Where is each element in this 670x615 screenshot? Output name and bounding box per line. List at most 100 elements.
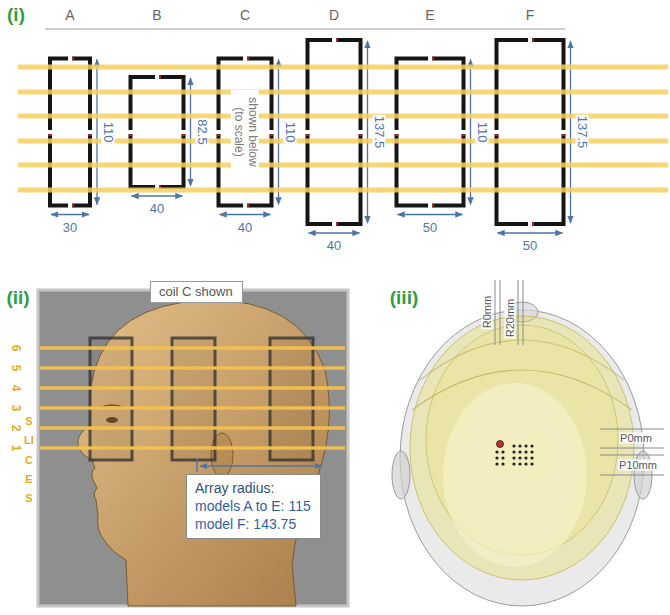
offset-label: R20mm [505,298,516,339]
coil-box: shown below (to scale) [219,59,272,206]
slice-line [40,446,345,450]
node-text: Array radius: [195,479,312,497]
coil-gap [68,203,72,209]
node-text: models A to E: 115 [195,497,312,515]
coil-gap [128,130,134,134]
target-dot [501,462,504,465]
shell-band [412,370,632,410]
gap-mark [159,75,161,79]
coil-gap [528,37,532,43]
dimension-arrow [220,214,271,215]
coil-gap [216,130,222,134]
panel-label: (iii) [390,288,419,307]
header-rule [45,29,565,30]
panel-ii-art [38,290,348,606]
coil-gap [358,130,364,134]
target-dot [530,450,533,453]
offset-line [600,475,664,476]
gap-mark [395,134,399,136]
dimension: 40 [326,239,342,252]
target-dot [518,462,521,465]
dimension: 137.5 [372,115,385,150]
coil-outline [397,59,464,206]
coil-gap [494,130,500,134]
slice-number: 1 [10,445,22,452]
panel-i-art [18,29,668,233]
node-text: model F: 143.75 [195,515,312,533]
slice-word: SLICES [24,412,35,508]
slice-line [18,114,668,119]
target-dot [518,444,521,447]
target-dot [501,456,504,459]
target-dot [512,462,515,465]
gap-mark [88,134,92,136]
target-dot [512,444,515,447]
dimension-arrow [498,232,563,233]
offset-line [600,448,664,449]
target-dot [495,456,498,459]
target-point [497,441,504,448]
dimension-arrow [470,60,471,205]
target-dot [524,444,527,447]
gap-mark [129,134,133,136]
coil-gap [87,130,93,134]
column-letter: F [526,8,535,22]
caption-box: coil C shown [150,281,243,303]
coil-gap [47,130,53,134]
coil-outline [50,59,90,206]
offset-label: P0mm [619,433,653,444]
offset-label: P10mm [618,460,658,471]
coil-on-head [172,338,215,460]
target-dot [530,456,533,459]
gap-mark [432,204,434,208]
slice-line [18,65,668,70]
column-letter: B [152,8,161,22]
slice-line [40,386,345,390]
target-dot [512,450,515,453]
slice-number: 5 [10,365,22,372]
coil-gap [528,221,532,227]
coil-gap [332,221,336,227]
coil-gap [428,56,432,62]
brain-surface [443,383,587,567]
coil-gap [243,56,247,62]
offset-line [518,280,519,345]
gap-mark [532,222,534,226]
dimension: 30 [62,220,78,233]
gap-mark [336,38,338,42]
dimension: 40 [237,220,253,233]
coil-gap [561,130,567,134]
radius-tick [196,459,198,472]
coil-on-head [90,338,132,460]
gap-mark [217,134,221,136]
gap-mark [182,134,186,136]
coil-gap [68,56,72,62]
offset-line [523,280,524,345]
gap-mark [247,204,249,208]
gap-mark [72,204,74,208]
coil-gap [243,203,247,209]
offset-line [500,280,501,345]
coil-gap [181,130,187,134]
gap-mark [336,222,338,226]
dimension: 137.5 [575,115,588,150]
offset-line [495,280,496,345]
target-dot [524,450,527,453]
render-frame [38,290,348,606]
slice-number: 3 [10,405,22,412]
panel-label: (ii) [6,288,29,307]
node-text: shown below (to scale) [231,90,259,174]
target-dot [501,450,504,453]
dimension: 110 [475,121,488,144]
slice-line [40,366,345,370]
dimension-arrow [51,214,89,215]
target-dot [524,456,527,459]
slice-line [18,188,668,193]
slice-line [40,406,345,410]
target-dot [530,444,533,447]
dimension: 40 [149,202,165,215]
gap-mark [48,134,52,136]
slice-number: 2 [10,425,22,432]
